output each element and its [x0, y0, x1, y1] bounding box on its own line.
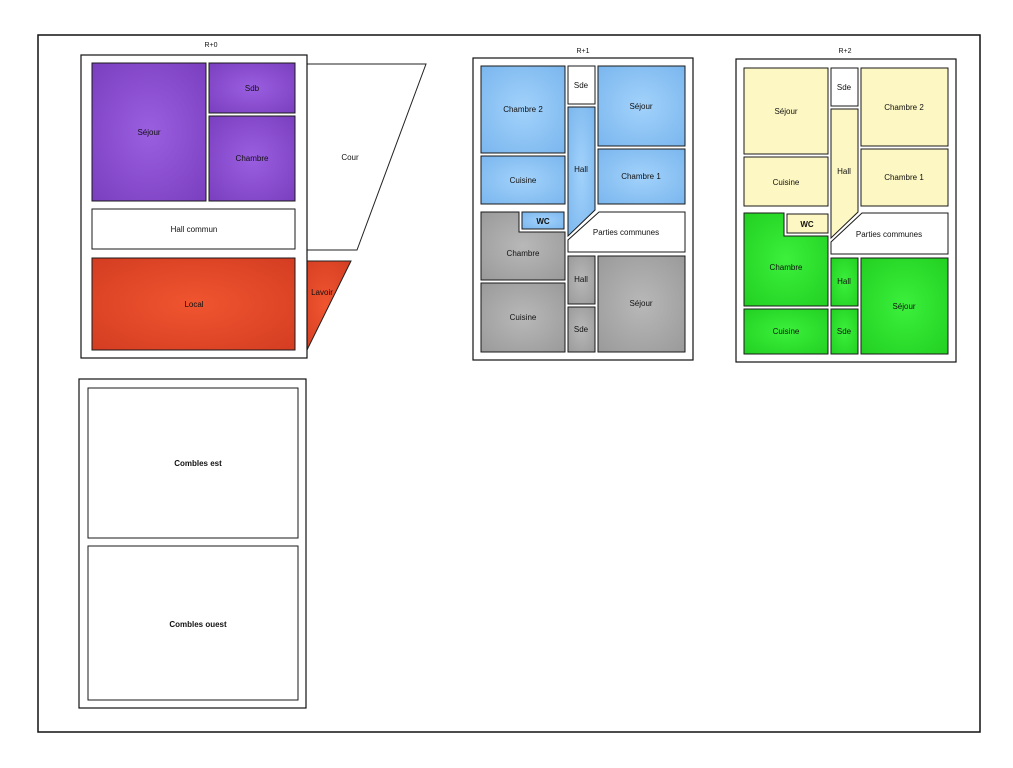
room-r2-cuisine-top-label: Cuisine: [773, 178, 800, 187]
room-r2-chambre1-label: Chambre 1: [884, 173, 924, 182]
room-sejour-label: Séjour: [137, 128, 160, 137]
room-chambre-label: Chambre: [236, 154, 269, 163]
room-r1-hall-bottom-label: Hall: [574, 275, 588, 284]
room-chambre: [208, 115, 296, 202]
room-r1-wc: [521, 211, 565, 230]
room-r1-sde-top: [567, 65, 596, 105]
room-r2-hall-top: [830, 108, 859, 240]
room-combles-est-label: Combles est: [174, 459, 222, 468]
floor-r0-title: R+0: [204, 42, 217, 49]
room-r1-hall-bottom: [567, 255, 596, 305]
room-r2-sde-top-label: Sde: [837, 83, 852, 92]
room-r1-cuisine-bottom-label: Cuisine: [510, 313, 537, 322]
room-combles-ouest: [87, 545, 299, 701]
room-r2-sejour-top: [743, 67, 829, 155]
floor-r2-title: R+2: [838, 48, 851, 55]
room-r2-wc: [786, 213, 829, 234]
room-r2-sde-bottom: [830, 308, 859, 355]
room-r2-parties-communes-label: Parties communes: [856, 230, 922, 239]
room-r2-parties-communes: [830, 212, 949, 255]
room-r1-parties-communes: [567, 211, 686, 253]
floor-r1-title: R+1: [576, 48, 589, 55]
room-r2-hall-top-label: Hall: [837, 167, 851, 176]
room-local: [91, 257, 296, 351]
room-cour-label: Cour: [341, 153, 359, 162]
room-r1-parties-communes-label: Parties communes: [593, 228, 659, 237]
room-sdb-label: Sdb: [245, 84, 260, 93]
floor-r2: R+2 Séjour Sde Chambre 2 Cuisine Hall Ch…: [735, 48, 957, 363]
room-sdb: [208, 62, 296, 114]
room-r2-sejour-bottom-label: Séjour: [892, 302, 915, 311]
room-r1-cuisine-bottom: [480, 282, 566, 353]
floor-r0: R+0 Cour Lavoir Séjour Sdb Chambre Hall …: [80, 42, 427, 359]
room-r2-hall-bottom: [830, 257, 859, 307]
room-r2-chambre-bottom-label: Chambre: [770, 263, 803, 272]
room-r1-sejour-top-label: Séjour: [629, 102, 652, 111]
room-sejour: [91, 62, 207, 202]
room-r1-cuisine-top-label: Cuisine: [510, 176, 537, 185]
room-r2-sde-bottom-label: Sde: [837, 327, 852, 336]
room-r1-chambre1-label: Chambre 1: [621, 172, 661, 181]
room-r1-sde-top-label: Sde: [574, 81, 589, 90]
room-r1-sejour-bottom: [597, 255, 686, 353]
room-r2-chambre-bottom: [743, 212, 829, 307]
room-r1-hall-top: [567, 106, 596, 238]
room-r2-chambre1: [860, 148, 949, 207]
room-r2-sejour-bottom: [860, 257, 949, 355]
room-r1-chambre1: [597, 148, 686, 205]
room-r1-sde-bottom: [567, 306, 596, 353]
room-local-label: Local: [184, 300, 203, 309]
room-r2-cuisine-bottom: [743, 308, 829, 355]
room-hall-commun-label: Hall commun: [171, 225, 218, 234]
room-r2-cuisine-bottom-label: Cuisine: [773, 327, 800, 336]
floor-attic: Combles est Combles ouest: [78, 378, 307, 709]
room-r1-chambre-bottom: [480, 211, 566, 281]
room-r1-sejour-bottom-label: Séjour: [629, 299, 652, 308]
room-combles-est: [87, 387, 299, 539]
room-r2-chambre2: [860, 67, 949, 147]
room-r1-cuisine-top: [480, 155, 566, 205]
room-combles-ouest-label: Combles ouest: [169, 620, 227, 629]
room-r2-cuisine-top: [743, 156, 829, 207]
floor-r1: R+1 Chambre 2 Sde Séjour Hall Cuisine Ch…: [472, 48, 694, 361]
room-r2-sejour-top-label: Séjour: [774, 107, 797, 116]
room-r1-chambre-bottom-label: Chambre: [507, 249, 540, 258]
room-r2-hall-bottom-label: Hall: [837, 277, 851, 286]
room-r2-wc-label: WC: [800, 220, 814, 229]
room-r2-chambre2-label: Chambre 2: [884, 103, 924, 112]
room-r1-hall-top-label: Hall: [574, 165, 588, 174]
room-hall-commun: [91, 208, 296, 250]
room-r1-chambre2: [480, 65, 566, 154]
room-lavoir-label: Lavoir: [311, 288, 333, 297]
room-r1-sde-bottom-label: Sde: [574, 325, 589, 334]
room-r2-sde-top: [830, 67, 859, 107]
room-r1-sejour-top: [597, 65, 686, 147]
room-r1-chambre2-label: Chambre 2: [503, 105, 543, 114]
room-r1-wc-label: WC: [536, 217, 550, 226]
